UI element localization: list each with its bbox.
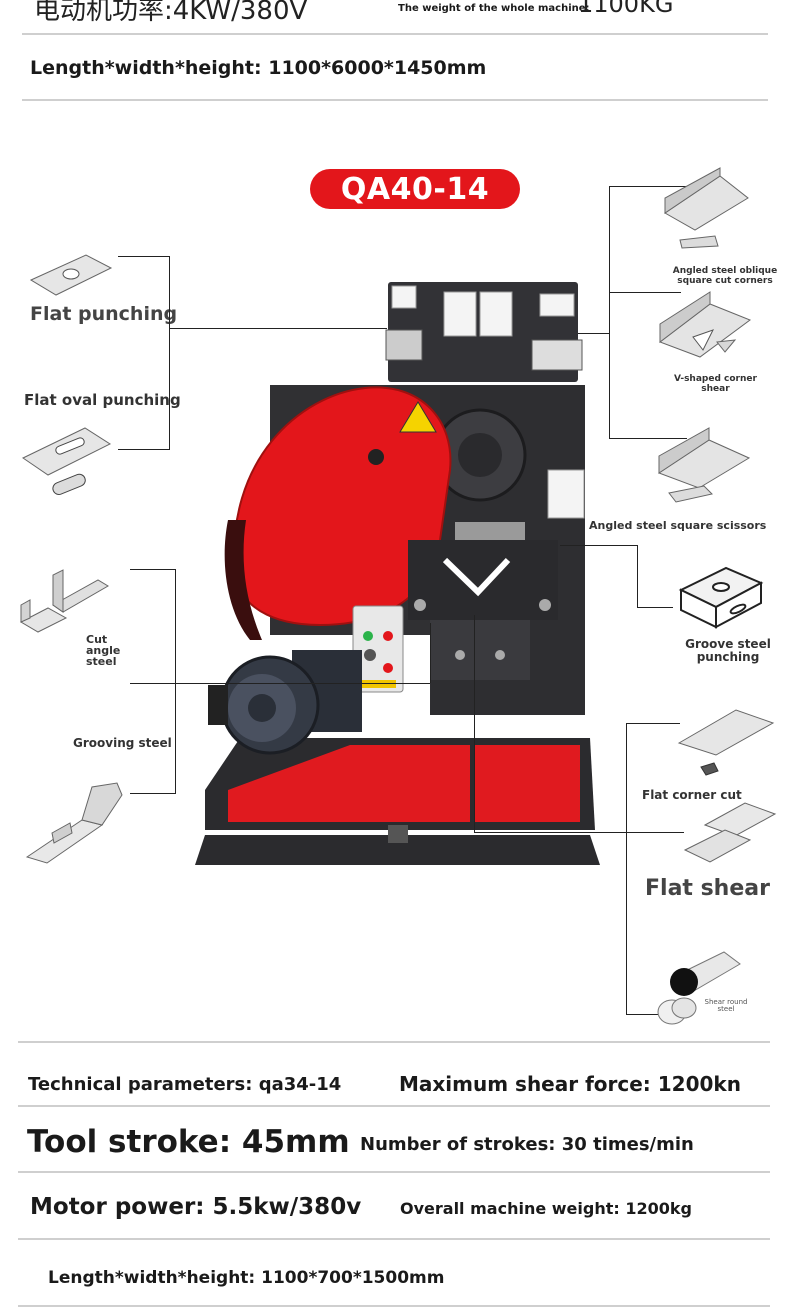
connector-line <box>609 292 681 293</box>
icon-groove-steel-punching <box>678 566 764 629</box>
label-angled-oblique-cut: Angled steel oblique square cut corners <box>672 266 778 286</box>
top-motor-power: 电动机功率:4KW/380V <box>34 0 308 26</box>
connector-line <box>609 186 687 187</box>
spec-max-shear-force: Maximum shear force: 1200kn <box>399 1072 741 1096</box>
divider <box>18 1041 770 1043</box>
top-weight-label: The weight of the whole machine: <box>398 3 590 14</box>
spec-tool-stroke: Tool stroke: 45mm <box>27 1124 350 1160</box>
icon-flat-punching <box>29 254 113 296</box>
spec-motor-power: Motor power: 5.5kw/380v <box>30 1194 362 1220</box>
label-shear-round-steel: Shear round steel <box>704 998 748 1013</box>
connector-line <box>626 723 627 1015</box>
top-weight-value: 1100KG <box>578 0 674 18</box>
connector-line <box>169 256 170 450</box>
divider <box>18 1171 770 1173</box>
label-flat-oval-punching: Flat oval punching <box>24 391 181 409</box>
connector-line <box>130 569 176 570</box>
icon-shear-round-steel <box>657 951 741 1025</box>
label-groove-steel-punching: Groove steel punching <box>685 637 771 664</box>
divider <box>22 33 768 35</box>
label-flat-shear: Flat shear <box>645 876 770 901</box>
icon-angled-oblique-cut <box>664 167 749 249</box>
icon-flat-oval-punching <box>22 427 112 495</box>
spec-number-of-strokes: Number of strokes: 30 times/min <box>360 1134 694 1155</box>
spec-dimensions: Length*width*height: 1100*700*1500mm <box>48 1268 445 1288</box>
connector-line <box>130 683 430 684</box>
divider <box>18 1305 770 1307</box>
divider <box>18 1238 770 1240</box>
connector-line <box>474 832 684 833</box>
connector-line <box>474 615 475 833</box>
label-flat-punching: Flat punching <box>30 303 178 325</box>
label-cut-angle-steel: Cut angle steel <box>86 633 121 668</box>
connector-line <box>560 545 638 546</box>
divider <box>22 99 768 101</box>
connector-line <box>175 569 176 794</box>
connector-line <box>637 545 638 608</box>
icon-v-shaped-shear <box>658 291 752 358</box>
icon-angled-scissors <box>657 427 751 503</box>
connector-line <box>430 623 431 683</box>
icon-grooving-steel <box>25 782 123 864</box>
icon-flat-corner-cut <box>677 709 775 776</box>
connector-line <box>118 256 170 257</box>
connector-line <box>637 607 673 608</box>
top-dimensions: Length*width*height: 1100*6000*1450mm <box>30 57 487 79</box>
label-angled-scissors: Angled steel square scissors <box>589 519 767 532</box>
spec-technical-parameters: Technical parameters: qa34-14 <box>28 1074 342 1095</box>
connector-line <box>169 328 387 329</box>
connector-line <box>118 449 170 450</box>
connector-line <box>626 1014 676 1015</box>
label-v-shaped-shear: V-shaped corner shear <box>674 374 757 394</box>
connector-line <box>609 438 687 439</box>
connector-line <box>626 723 680 724</box>
connector-line <box>578 333 609 334</box>
icon-flat-shear <box>683 802 777 863</box>
label-grooving-steel: Grooving steel <box>73 736 172 750</box>
label-flat-corner-cut: Flat corner cut <box>642 788 742 802</box>
connector-line <box>609 186 610 439</box>
spec-machine-weight: Overall machine weight: 1200kg <box>400 1199 692 1218</box>
model-badge: QA40-14 <box>310 169 520 209</box>
icon-cut-angle-steel <box>19 569 109 633</box>
divider <box>18 1105 770 1107</box>
connector-line <box>130 793 176 794</box>
